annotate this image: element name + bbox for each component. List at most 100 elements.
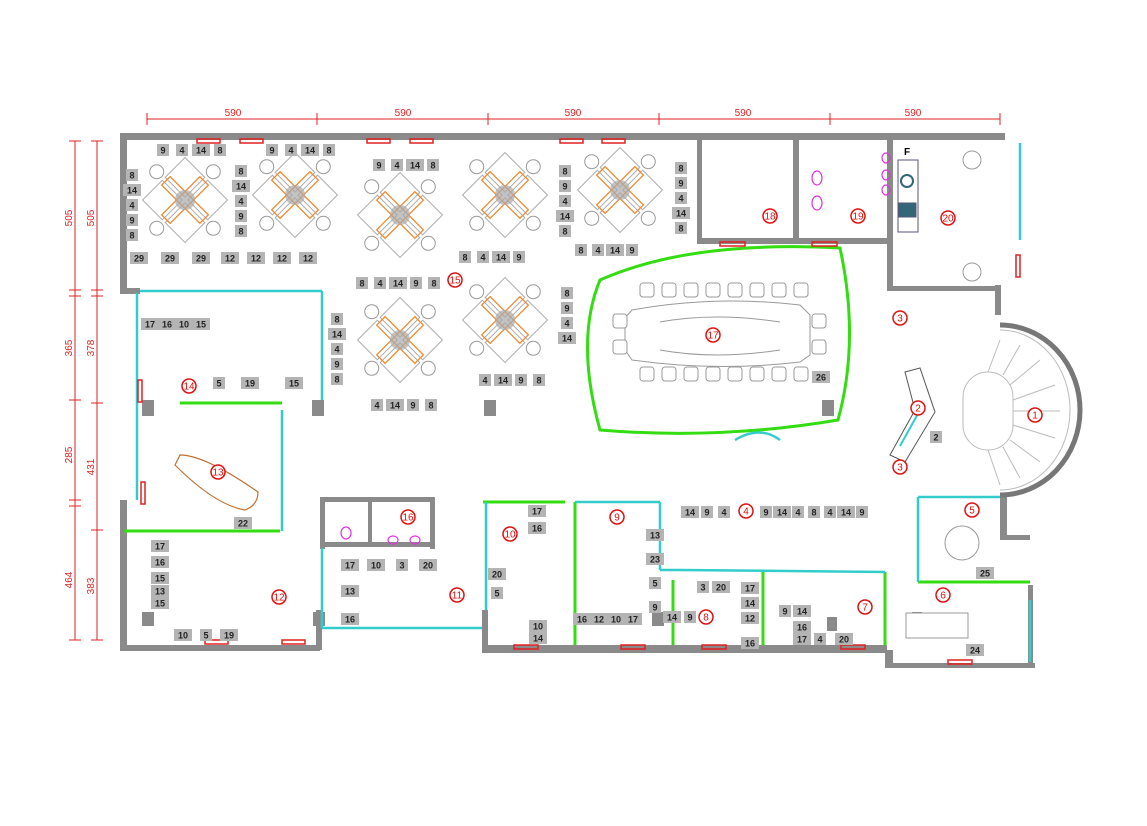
furniture-tag: 17	[741, 582, 759, 594]
furniture-tag-label: 15	[289, 379, 299, 389]
furniture-tag-label: 9	[238, 212, 243, 222]
furniture-tag-label: 8	[462, 253, 467, 263]
furniture-tag: 4	[176, 144, 188, 156]
furniture-tag: 9	[856, 506, 868, 518]
furniture-tag: 8	[126, 229, 138, 241]
room-marker[interactable]: 3	[892, 459, 908, 475]
chair-icon	[469, 340, 485, 356]
furniture-tag-label: 12	[225, 254, 235, 264]
furniture-tag-label: 17	[628, 615, 638, 625]
furniture-tag-label: 9	[413, 279, 418, 289]
furniture-tag-label: 20	[492, 570, 502, 580]
furniture-tag: 8	[559, 225, 571, 237]
chair-icon	[315, 159, 331, 175]
room-marker[interactable]: 17	[705, 327, 721, 343]
dimension-label: 505	[86, 209, 97, 226]
furniture-tag: 9	[235, 210, 247, 222]
furniture-tag: 14	[793, 605, 811, 617]
dimension-label: 464	[64, 571, 75, 588]
room-marker[interactable]: 6	[935, 587, 951, 603]
chair-icon	[771, 282, 787, 298]
furniture-tag-label: 9	[376, 161, 381, 171]
room-marker[interactable]: 12	[271, 589, 287, 605]
furniture-tag-label: 8	[334, 315, 339, 325]
furniture-tag-label: 9	[334, 360, 339, 370]
room-marker[interactable]: 3	[892, 310, 908, 326]
furniture-tag-label: 9	[678, 179, 683, 189]
furniture-tag: 4	[675, 192, 687, 204]
furniture-tag: 14	[232, 180, 250, 192]
furniture-tag: 8	[331, 313, 343, 325]
furniture-tag: 8	[425, 399, 437, 411]
room-marker[interactable]: 20	[940, 210, 956, 226]
furniture-tag-label: 16	[797, 623, 807, 633]
chair-icon	[640, 210, 656, 226]
furniture-tag-label: 14	[560, 212, 570, 222]
furniture-tag-label: 10	[371, 561, 381, 571]
furniture-tag-label: 4	[595, 246, 600, 256]
room-marker[interactable]: 13	[210, 464, 226, 480]
furniture-tag-label: 12	[277, 254, 287, 264]
furniture-tag: 8	[575, 244, 587, 256]
furniture-tag-label: 13	[345, 587, 355, 597]
room-marker[interactable]: 11	[449, 587, 465, 603]
furniture-tag: 14	[672, 207, 690, 219]
furniture-tag: 4	[561, 317, 573, 329]
furniture-tag: 29	[161, 252, 179, 264]
furniture-tag: 12	[221, 252, 239, 264]
room-number: 3	[897, 463, 903, 474]
furniture-tag-label: 23	[650, 555, 660, 565]
room-marker[interactable]: 19	[850, 208, 866, 224]
meeting-table	[174, 454, 259, 511]
furniture-tag-label: 4	[562, 197, 567, 207]
furniture-tag-label: 9	[704, 508, 709, 518]
dimension-lines	[69, 113, 1001, 641]
furniture-tag-label: 9	[160, 146, 165, 156]
room-marker[interactable]: 8	[698, 609, 714, 625]
room-marker[interactable]: 7	[857, 599, 873, 615]
room-marker[interactable]: 2	[910, 400, 926, 416]
room-marker[interactable]: 16	[400, 509, 416, 525]
furniture-tag-label: 8	[562, 167, 567, 177]
furniture-tag: 17	[341, 559, 359, 571]
conference-chairs	[612, 282, 827, 382]
furniture-tag-label: 17	[345, 561, 355, 571]
furniture-tag: 10	[529, 620, 547, 632]
room-number: 16	[402, 513, 414, 524]
chair-icon	[683, 366, 699, 382]
room-marker[interactable]: 4	[738, 503, 754, 519]
toilets	[340, 152, 891, 545]
chair-icon	[420, 179, 436, 195]
furniture-tag-label: 5	[652, 579, 657, 589]
spiral-staircase	[962, 322, 1083, 498]
room-marker[interactable]: 10	[502, 526, 518, 542]
furniture-tag-label: 8	[334, 375, 339, 385]
furniture-tag: 4	[479, 374, 491, 386]
furniture-tag: 8	[427, 159, 439, 171]
room-marker[interactable]: 5	[964, 502, 980, 518]
furniture-tag: 29	[130, 252, 148, 264]
chair-icon	[811, 339, 827, 355]
chair-icon	[315, 215, 331, 231]
furniture-tag-label: 17	[532, 507, 542, 517]
furniture-tag-label: 19	[245, 379, 255, 389]
dimension-label: 505	[64, 209, 75, 226]
chair-icon	[469, 215, 485, 231]
chair-icon	[640, 154, 656, 170]
furniture-tag: 22	[234, 517, 252, 529]
chair-icon	[525, 215, 541, 231]
room-number: 20	[942, 214, 954, 225]
room-marker[interactable]: 15	[447, 272, 463, 288]
room-marker[interactable]: 1	[1027, 407, 1043, 423]
room-marker[interactable]: 14	[181, 378, 197, 394]
furniture-tag-label: 8	[562, 227, 567, 237]
room-number: 15	[449, 276, 461, 287]
room-marker[interactable]: 18	[762, 208, 778, 224]
room-marker[interactable]: 9	[609, 509, 625, 525]
desk-cluster	[141, 156, 229, 244]
chair-icon	[705, 282, 721, 298]
furniture-tag-label: 9	[269, 146, 274, 156]
room-number: 8	[703, 613, 709, 624]
furniture-tag-label: 14	[562, 334, 572, 344]
